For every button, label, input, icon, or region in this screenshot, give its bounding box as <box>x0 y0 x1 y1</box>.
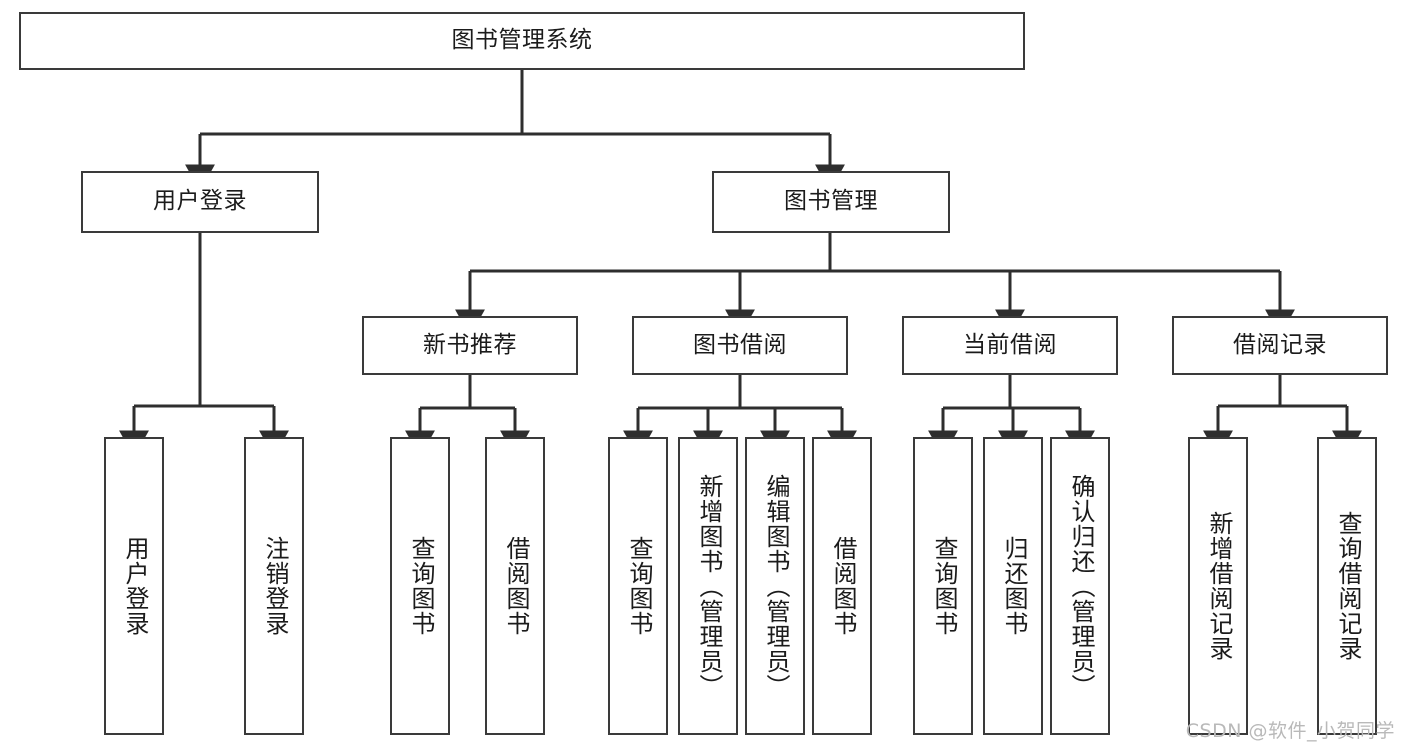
node-borrow-record[interactable]: 借阅记录 <box>1172 316 1388 375</box>
csdn-watermark: CSDN @软件_小贺同学 <box>1185 720 1395 742</box>
node-current-borrow-label: 当前借阅 <box>963 331 1057 358</box>
node-current-borrow[interactable]: 当前借阅 <box>902 316 1118 375</box>
node-leaf-user-login[interactable]: 用户登录 <box>104 437 164 735</box>
node-new-book-rec-label: 新书推荐 <box>423 331 517 358</box>
node-leaf-borrow-book-2[interactable]: 借阅图书 <box>812 437 872 735</box>
node-book-borrow[interactable]: 图书借阅 <box>632 316 848 375</box>
node-user-login-label: 用户登录 <box>153 188 247 215</box>
node-root-label: 图书管理系统 <box>451 27 593 54</box>
node-leaf-borrow-book-1[interactable]: 借阅图书 <box>485 437 545 735</box>
node-leaf-query-record[interactable]: 查询借阅记录 <box>1317 437 1377 735</box>
node-leaf-query-book-3[interactable]: 查询图书 <box>913 437 973 735</box>
node-leaf-user-logout[interactable]: 注销登录 <box>244 437 304 735</box>
node-leaf-return-book-label: 归还图书 <box>999 536 1028 636</box>
node-leaf-borrow-book-2-label: 借阅图书 <box>828 536 857 636</box>
node-leaf-add-record-label: 新增借阅记录 <box>1204 511 1233 661</box>
node-leaf-edit-book-label: 编辑图书（管理员） <box>761 473 790 699</box>
node-leaf-add-book[interactable]: 新增图书（管理员） <box>678 437 738 735</box>
node-leaf-edit-book[interactable]: 编辑图书（管理员） <box>745 437 805 735</box>
node-leaf-user-logout-label: 注销登录 <box>260 536 289 636</box>
node-new-book-rec[interactable]: 新书推荐 <box>362 316 578 375</box>
node-book-manage-label: 图书管理 <box>784 188 878 215</box>
node-leaf-query-book-1[interactable]: 查询图书 <box>390 437 450 735</box>
node-leaf-confirm-return-label: 确认归还（管理员） <box>1066 473 1095 699</box>
node-leaf-query-book-2[interactable]: 查询图书 <box>608 437 668 735</box>
node-borrow-record-label: 借阅记录 <box>1233 331 1327 358</box>
node-root[interactable]: 图书管理系统 <box>19 12 1025 70</box>
node-leaf-borrow-book-1-label: 借阅图书 <box>501 536 530 636</box>
node-user-login[interactable]: 用户登录 <box>81 171 319 233</box>
node-leaf-add-record[interactable]: 新增借阅记录 <box>1188 437 1248 735</box>
node-leaf-query-record-label: 查询借阅记录 <box>1333 511 1362 661</box>
node-leaf-user-login-label: 用户登录 <box>120 536 149 636</box>
node-leaf-return-book[interactable]: 归还图书 <box>983 437 1043 735</box>
node-book-borrow-label: 图书借阅 <box>693 331 787 358</box>
node-book-manage[interactable]: 图书管理 <box>712 171 950 233</box>
node-leaf-query-book-3-label: 查询图书 <box>929 536 958 636</box>
node-leaf-query-book-2-label: 查询图书 <box>624 536 653 636</box>
node-leaf-add-book-label: 新增图书（管理员） <box>694 473 723 699</box>
node-leaf-query-book-1-label: 查询图书 <box>406 536 435 636</box>
node-leaf-confirm-return[interactable]: 确认归还（管理员） <box>1050 437 1110 735</box>
